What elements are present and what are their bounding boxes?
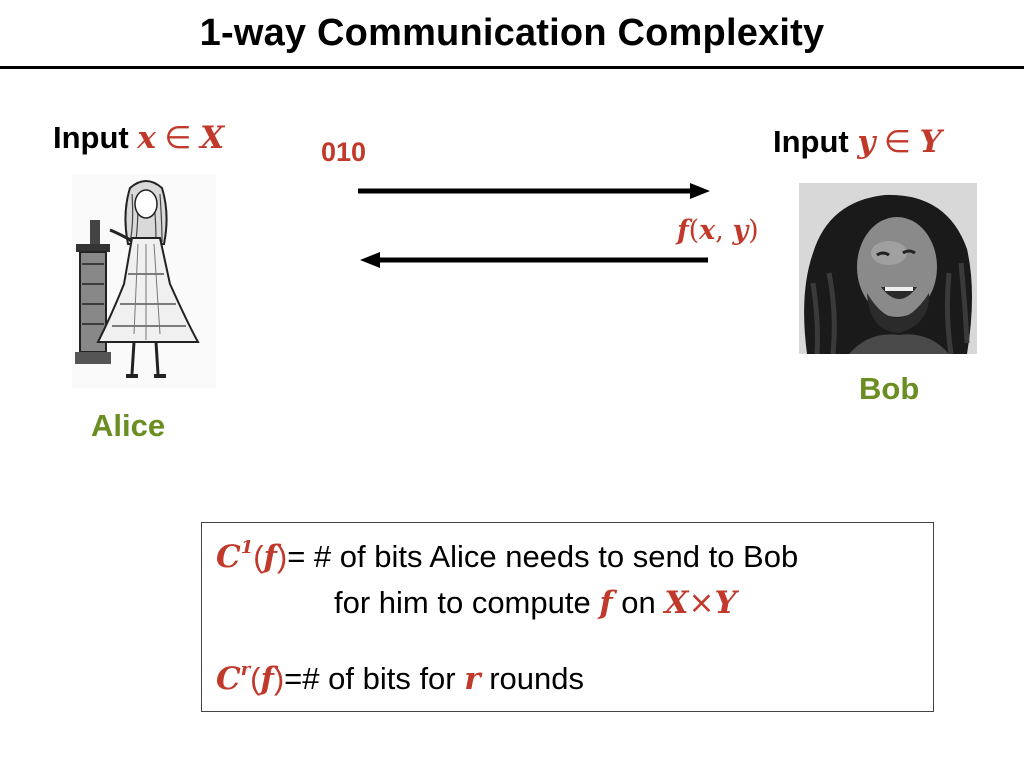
alice-name: Alice: [91, 408, 166, 443]
result-close-paren: ): [748, 215, 759, 246]
arrow-bob-to-alice: [360, 252, 708, 268]
alice-input-word: Input: [53, 120, 129, 155]
r-rounds-f: f: [260, 661, 274, 697]
bob-portrait: [799, 183, 977, 354]
one-way-f: f: [263, 539, 277, 575]
alice-portrait: [72, 174, 216, 388]
bob-name: Bob: [859, 371, 920, 406]
r-rounds-text: =# of bits for: [284, 661, 465, 696]
one-way-text: = # of bits Alice needs to send to Bob: [287, 539, 799, 574]
one-way-superscript: 1: [240, 537, 254, 558]
result-fn: f: [677, 215, 689, 246]
bob-elem-symbol: ∈: [884, 124, 912, 160]
bob-input-label: Input y ∈ Y: [773, 124, 942, 160]
r-rounds-definition: Cr(f)=# of bits for r rounds: [216, 659, 584, 697]
r-rounds-superscript: r: [240, 659, 251, 680]
arrow-alice-to-bob: [358, 183, 710, 199]
message-bits: 010: [321, 137, 367, 167]
r-rounds-r: r: [464, 661, 481, 697]
result-y: y: [732, 215, 749, 246]
slide-title: 1-way Communication Complexity: [199, 12, 825, 54]
bob-input-var: y: [857, 124, 876, 160]
r-rounds-close-paren: ): [273, 661, 285, 696]
result-x: x: [699, 215, 716, 246]
alice-input-var: x: [137, 120, 156, 156]
result-comma: ,: [715, 215, 733, 246]
times-symbol: ×: [688, 585, 715, 621]
one-way-definition-line2: for him to compute f on X×Y: [334, 585, 737, 621]
one-way-line2-f: f: [599, 585, 613, 621]
bob-input-set: Y: [919, 124, 942, 160]
r-rounds-tail: rounds: [480, 661, 584, 696]
bob-input-word: Input: [773, 124, 849, 159]
one-way-close-paren: ): [276, 539, 288, 574]
one-way-line2-x: X: [664, 585, 689, 621]
r-rounds-c: C: [216, 661, 241, 697]
result-function-label: f(x, y): [677, 215, 759, 246]
one-way-line2-y: Y: [714, 585, 737, 621]
title-underline: [0, 66, 1024, 69]
one-way-open-paren: (: [253, 539, 264, 574]
one-way-line2-on: on: [612, 585, 665, 620]
r-rounds-open-paren: (: [250, 661, 261, 696]
alice-elem-symbol: ∈: [164, 120, 192, 156]
one-way-definition-line1: C1(f)= # of bits Alice needs to send to …: [216, 537, 798, 575]
one-way-c: C: [216, 539, 241, 575]
definitions-box: C1(f)= # of bits Alice needs to send to …: [201, 522, 934, 712]
alice-input-label: Input x ∈ X: [53, 120, 224, 156]
result-open-paren: (: [688, 215, 700, 246]
alice-input-set: X: [200, 120, 225, 156]
one-way-line2-prefix: for him to compute: [334, 585, 600, 620]
message-arrows: [358, 183, 710, 268]
